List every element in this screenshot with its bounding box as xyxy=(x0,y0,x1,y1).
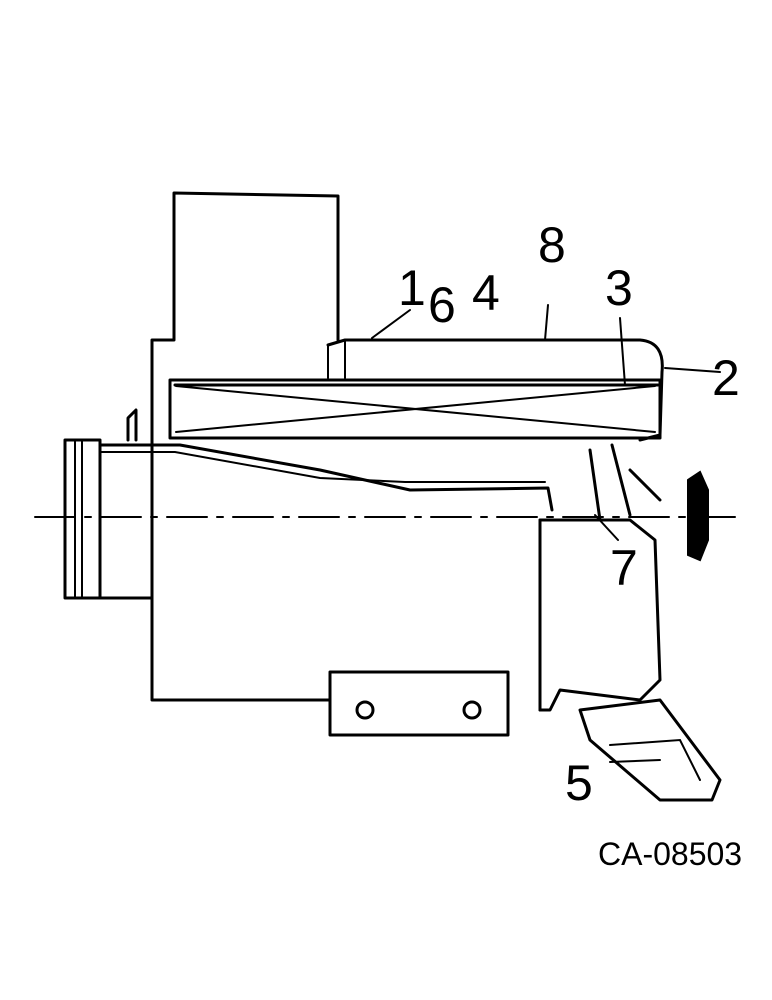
dust-unloader-inner xyxy=(609,738,701,781)
housing-upper-inner xyxy=(327,339,346,379)
callout-6: 6 xyxy=(428,277,456,333)
callout-3: 3 xyxy=(605,260,633,316)
callout-7: 7 xyxy=(610,540,638,596)
dust-unloader xyxy=(578,698,722,802)
end-cover-fins xyxy=(588,443,662,522)
intake-stack xyxy=(150,191,340,522)
outlet-pipe-lines xyxy=(74,439,83,599)
leader-lines xyxy=(371,304,721,763)
callout-4: 4 xyxy=(472,265,500,321)
bracket-bolt-right xyxy=(462,700,482,720)
housing-lower xyxy=(150,518,542,712)
callout-5: 5 xyxy=(565,755,593,811)
outlet-pipe xyxy=(63,438,154,600)
callout-1: 1 xyxy=(398,260,426,316)
callout-8: 8 xyxy=(538,217,566,273)
wing-nut xyxy=(687,470,709,562)
mounting-bracket xyxy=(328,670,510,737)
figure-id: CA-08503 xyxy=(598,836,742,872)
housing-upper xyxy=(326,338,664,442)
filter-element xyxy=(168,378,662,440)
callout-2: 2 xyxy=(712,350,740,406)
baffle-tube-inner xyxy=(99,451,546,483)
housing-lower-right xyxy=(538,518,662,712)
bracket-bolt-left xyxy=(355,700,375,720)
filter-pleats xyxy=(175,385,656,433)
indicator-stud xyxy=(126,408,138,442)
